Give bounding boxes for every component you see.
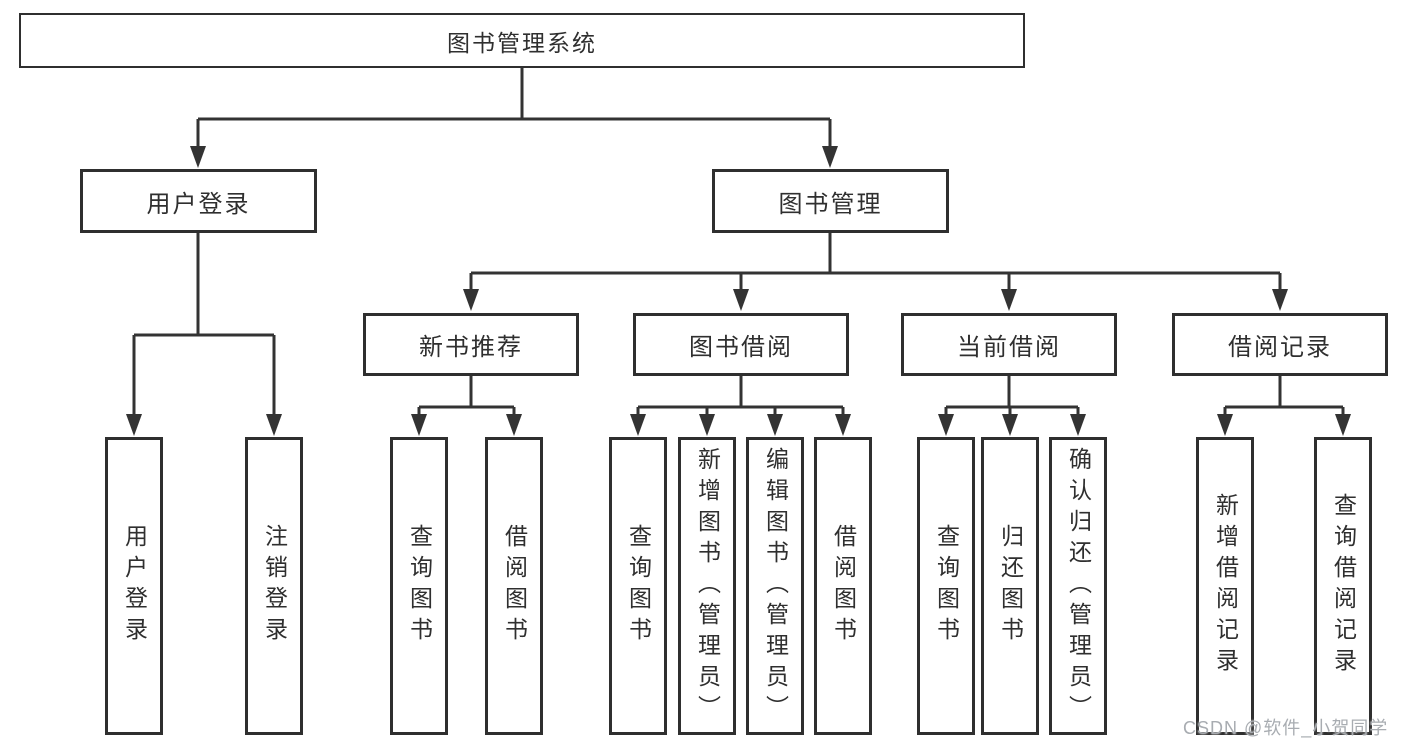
leaf-label: 借阅图书 [830, 524, 857, 648]
leaf-borrow-books-recommend: 借阅图书 [485, 437, 543, 735]
node-label: 图书管理系统 [447, 29, 597, 56]
node-label: 当前借阅 [957, 334, 1061, 361]
leaf-borrow-books: 借阅图书 [814, 437, 872, 735]
leaf-add-borrow-record: 新增借阅记录 [1196, 437, 1254, 735]
node-book-borrow: 图书借阅 [633, 313, 849, 376]
node-new-book-recommend: 新书推荐 [363, 313, 579, 376]
node-label: 图书借阅 [689, 334, 793, 361]
leaf-label: 查询图书 [406, 524, 433, 648]
node-root-system: 图书管理系统 [19, 13, 1025, 68]
leaf-label: 用户登录 [121, 524, 148, 648]
leaf-label: 新增借阅记录 [1212, 493, 1239, 679]
leaf-label: 归还图书 [997, 524, 1024, 648]
node-current-borrow: 当前借阅 [901, 313, 1117, 376]
leaf-query-books-current: 查询图书 [917, 437, 975, 735]
leaf-confirm-return-admin: 确认归还（管理员） [1049, 437, 1107, 735]
leaf-label: 确认归还（管理员） [1065, 446, 1092, 726]
node-label: 新书推荐 [419, 334, 523, 361]
node-label: 图书管理 [778, 190, 883, 218]
leaf-label: 注销登录 [261, 524, 288, 648]
node-label: 用户登录 [146, 190, 251, 218]
leaf-label: 查询图书 [933, 524, 960, 648]
leaf-edit-books-admin: 编辑图书（管理员） [746, 437, 804, 735]
leaf-label: 新增图书（管理员） [694, 446, 721, 726]
leaf-logout: 注销登录 [245, 437, 303, 735]
node-book-management: 图书管理 [712, 169, 949, 233]
node-label: 借阅记录 [1228, 334, 1332, 361]
leaf-query-books-recommend: 查询图书 [390, 437, 448, 735]
node-borrow-records: 借阅记录 [1172, 313, 1388, 376]
leaf-query-borrow-record: 查询借阅记录 [1314, 437, 1372, 735]
leaf-label: 查询借阅记录 [1330, 493, 1357, 679]
node-user-login: 用户登录 [80, 169, 317, 233]
leaf-return-books: 归还图书 [981, 437, 1039, 735]
leaf-label: 借阅图书 [501, 524, 528, 648]
leaf-label: 编辑图书（管理员） [762, 446, 789, 726]
leaf-user-login: 用户登录 [105, 437, 163, 735]
leaf-label: 查询图书 [625, 524, 652, 648]
leaf-add-books-admin: 新增图书（管理员） [678, 437, 736, 735]
csdn-watermark: CSDN @软件_小贺同学 [1183, 718, 1389, 738]
arrowheads [126, 146, 1351, 436]
leaf-query-books-borrow: 查询图书 [609, 437, 667, 735]
